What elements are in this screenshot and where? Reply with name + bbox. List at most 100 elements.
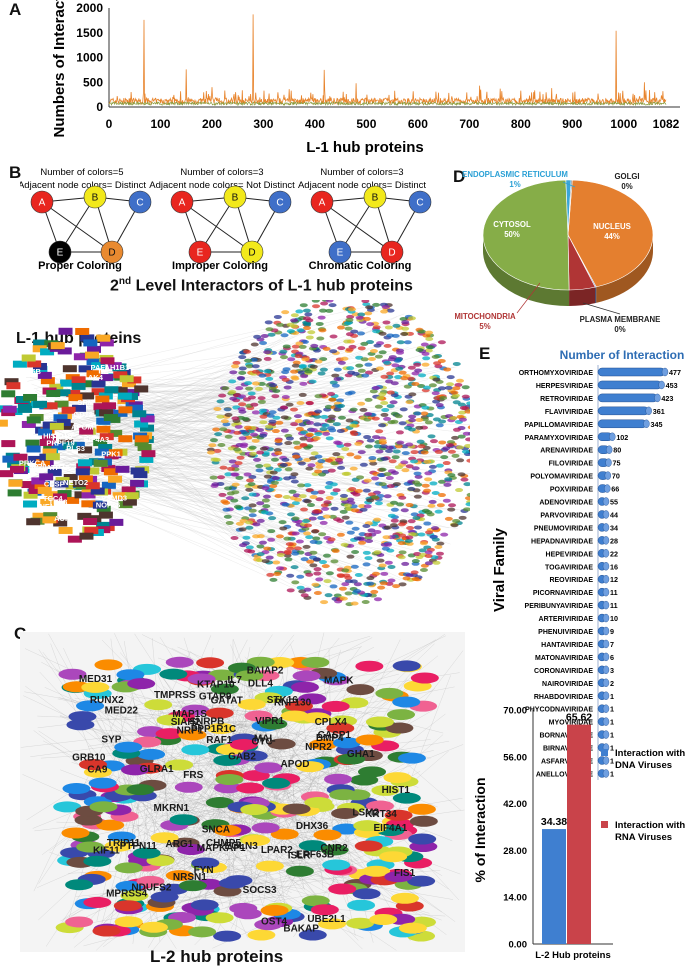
network-node <box>372 386 380 390</box>
network-node <box>373 325 381 329</box>
chart-f-legend-label: Interaction with <box>615 748 685 759</box>
network-node <box>447 375 455 379</box>
network-node <box>256 428 264 432</box>
network-node <box>249 509 257 513</box>
viral-family-bar <box>598 407 649 415</box>
network-node <box>263 547 271 551</box>
network-node <box>435 510 443 514</box>
network-node <box>314 394 322 398</box>
viral-family-value: 28 <box>610 536 618 545</box>
network-node <box>233 431 241 435</box>
l2-node-label: RUNX2 <box>90 695 124 706</box>
network-node <box>392 584 400 588</box>
network-node <box>272 561 280 565</box>
network-node <box>292 455 300 459</box>
l2-node-label: SNRPB <box>189 716 224 727</box>
network-node <box>296 427 304 431</box>
network-node <box>399 550 407 554</box>
network-node <box>262 498 270 502</box>
network-node <box>355 364 363 368</box>
network-node <box>305 467 313 471</box>
network-node <box>311 491 319 495</box>
l2-node <box>408 833 436 844</box>
network-node <box>418 330 426 334</box>
chart-f-legend-swatch <box>601 821 608 828</box>
l1-node <box>83 518 97 525</box>
network-node <box>271 394 279 398</box>
bar-cap <box>662 368 668 376</box>
interactor-spike-chart: Numbers of Interactors 0500100015002000 … <box>0 0 685 160</box>
l2-node <box>188 926 216 937</box>
network-node <box>345 318 353 322</box>
network-node <box>415 418 423 422</box>
network-node <box>447 473 455 477</box>
l2-node <box>322 701 350 712</box>
network-node <box>446 382 454 386</box>
network-node <box>460 406 468 410</box>
network-node <box>282 503 290 507</box>
network-node <box>372 417 380 421</box>
title-sup: nd <box>119 276 131 287</box>
network-node <box>320 301 328 305</box>
l1-node <box>131 467 145 474</box>
l1-node <box>72 376 86 383</box>
network-node <box>269 383 277 387</box>
network-node <box>311 529 319 533</box>
network-node <box>260 447 268 451</box>
network-node <box>367 438 375 442</box>
network-node <box>250 433 258 437</box>
l2-node <box>369 914 397 925</box>
network-node <box>339 587 347 591</box>
network-node <box>405 443 413 447</box>
network-node <box>221 386 229 390</box>
l2-node-label: CHMP5 <box>206 838 241 849</box>
network-node <box>250 403 258 407</box>
network-node <box>425 561 433 565</box>
l1-node <box>26 518 40 525</box>
network-node <box>263 369 271 373</box>
viral-family-bar <box>598 381 662 389</box>
network-node <box>262 559 270 563</box>
x-tick-label: 300 <box>253 117 273 131</box>
graph-node-label: D <box>248 248 255 259</box>
network-node <box>266 556 274 560</box>
network-node <box>243 350 251 354</box>
l2-node-label: OST4 <box>261 916 288 927</box>
network-node <box>378 392 386 396</box>
l2-node <box>293 670 321 681</box>
l2-node-label: KIF11 <box>93 845 120 856</box>
network-node <box>364 556 372 560</box>
l1-node <box>118 406 132 413</box>
coloring-caption: Chromatic Coloring <box>309 260 412 272</box>
l1-node-label: GD12 <box>73 410 93 419</box>
network-node <box>405 400 413 404</box>
network-node <box>292 501 300 505</box>
viral-family-value: 12 <box>610 575 618 584</box>
l2-node <box>159 669 187 680</box>
network-node <box>217 443 225 447</box>
network-node <box>297 586 305 590</box>
l1-node <box>109 519 123 526</box>
network-node <box>305 535 313 539</box>
network-node <box>334 368 342 372</box>
network-node <box>231 536 239 540</box>
network-node <box>408 392 416 396</box>
network-node <box>425 554 433 558</box>
viral-family-value: 34 <box>610 523 618 532</box>
network-node <box>343 339 351 343</box>
viral-family-label: REOVIRIDAE <box>549 577 593 584</box>
network-node <box>420 541 428 545</box>
network-node <box>309 551 317 555</box>
network-node <box>364 533 372 537</box>
network-node <box>352 527 360 531</box>
network-node <box>447 508 455 512</box>
network-node <box>290 324 298 328</box>
bar-cap <box>603 640 609 648</box>
network-node <box>327 392 335 396</box>
l2-node <box>291 682 319 693</box>
network-node <box>420 412 428 416</box>
pie-slice-label: CYTOSOL <box>493 220 531 229</box>
viral-family-label: RETROVIRIDAE <box>540 396 593 403</box>
